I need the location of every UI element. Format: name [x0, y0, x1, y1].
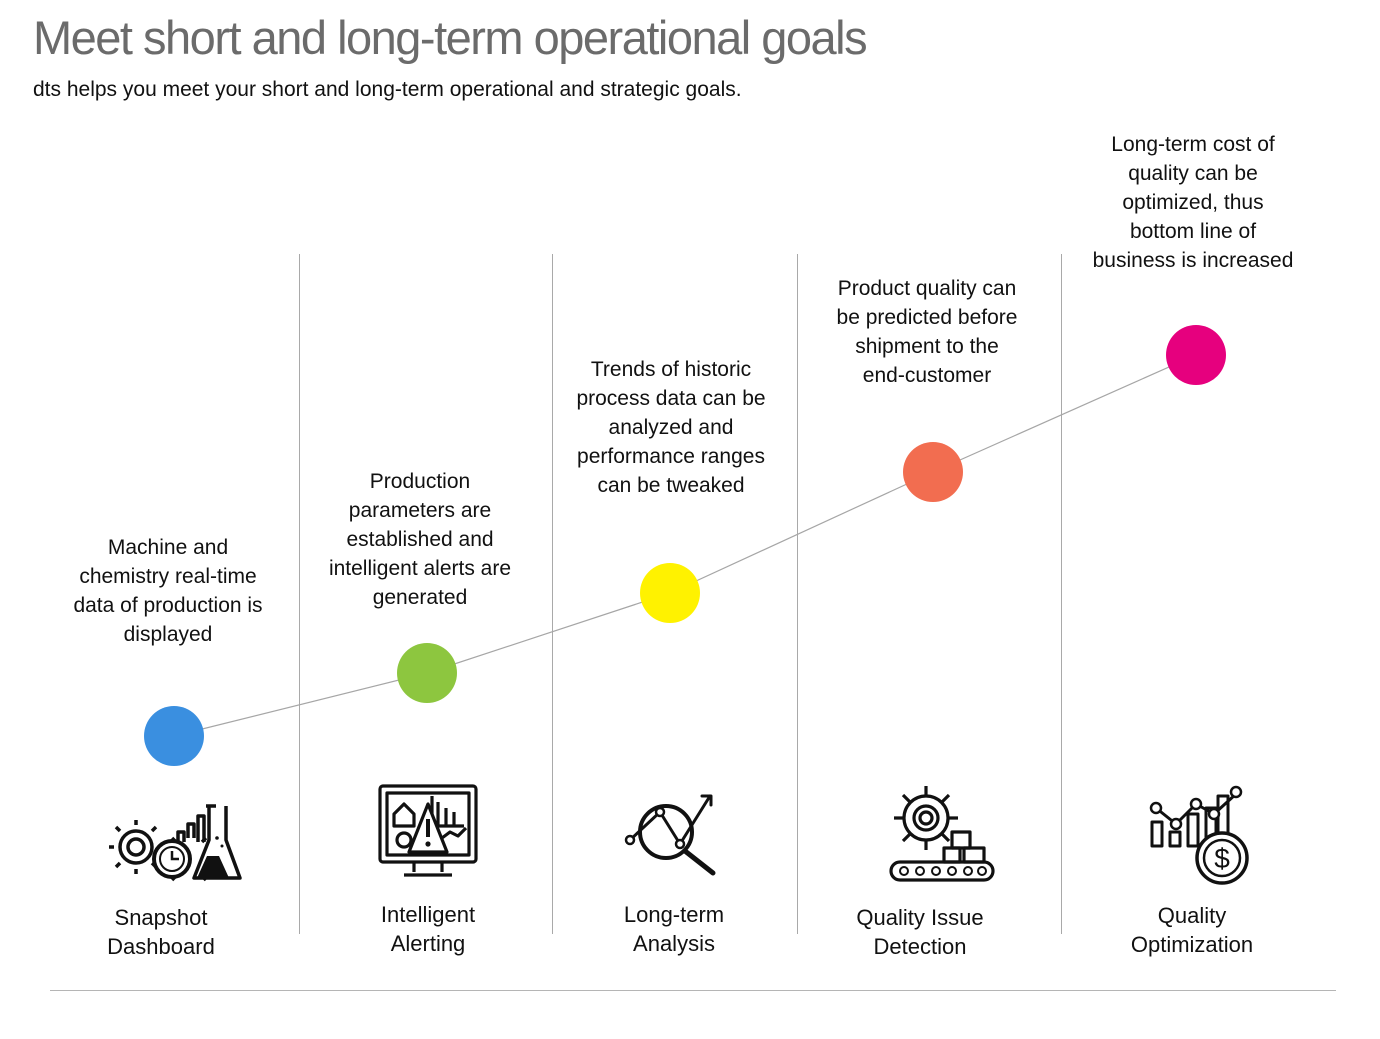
magnifier-trend-icon — [624, 794, 716, 876]
column-divider — [552, 254, 553, 934]
stage-2-dot — [397, 643, 457, 703]
stage-1-dot — [144, 706, 204, 766]
svg-text:$: $ — [1214, 843, 1230, 874]
page-title: Meet short and long-term operational goa… — [33, 11, 868, 64]
stage-2-description: Production parameters are established an… — [328, 470, 512, 609]
chart-dollar-icon: $ — [1149, 785, 1249, 885]
column-divider — [1061, 254, 1062, 934]
stage-3-label: Long-term Analysis — [623, 902, 725, 956]
stage-5-description: Long-term cost of quality can be optimiz… — [1092, 133, 1294, 272]
stage-4-dot — [903, 442, 963, 502]
gear-conveyor-icon — [889, 786, 995, 882]
stage-1-description: Machine and chemistry real-time data of … — [73, 536, 263, 646]
column-divider — [797, 254, 798, 934]
stage-2-label: Intelligent Alerting — [380, 902, 476, 956]
column-divider — [299, 254, 300, 934]
stage-5-dot — [1166, 325, 1226, 385]
monitor-warning-icon — [378, 784, 478, 877]
stage-5-label: Quality Optimization — [1130, 903, 1254, 957]
stage-1-label: Snapshot Dashboard — [107, 905, 215, 959]
bottom-divider — [50, 990, 1336, 991]
gears-clock-flask-icon — [109, 804, 242, 882]
stage-3-dot — [640, 563, 700, 623]
stage-3-description: Trends of historic process data can be a… — [576, 358, 766, 497]
page-subtitle: dts helps you meet your short and long-t… — [33, 78, 742, 101]
stage-4-label: Quality Issue Detection — [856, 905, 984, 959]
stage-4-description: Product quality can be predicted before … — [836, 277, 1018, 387]
